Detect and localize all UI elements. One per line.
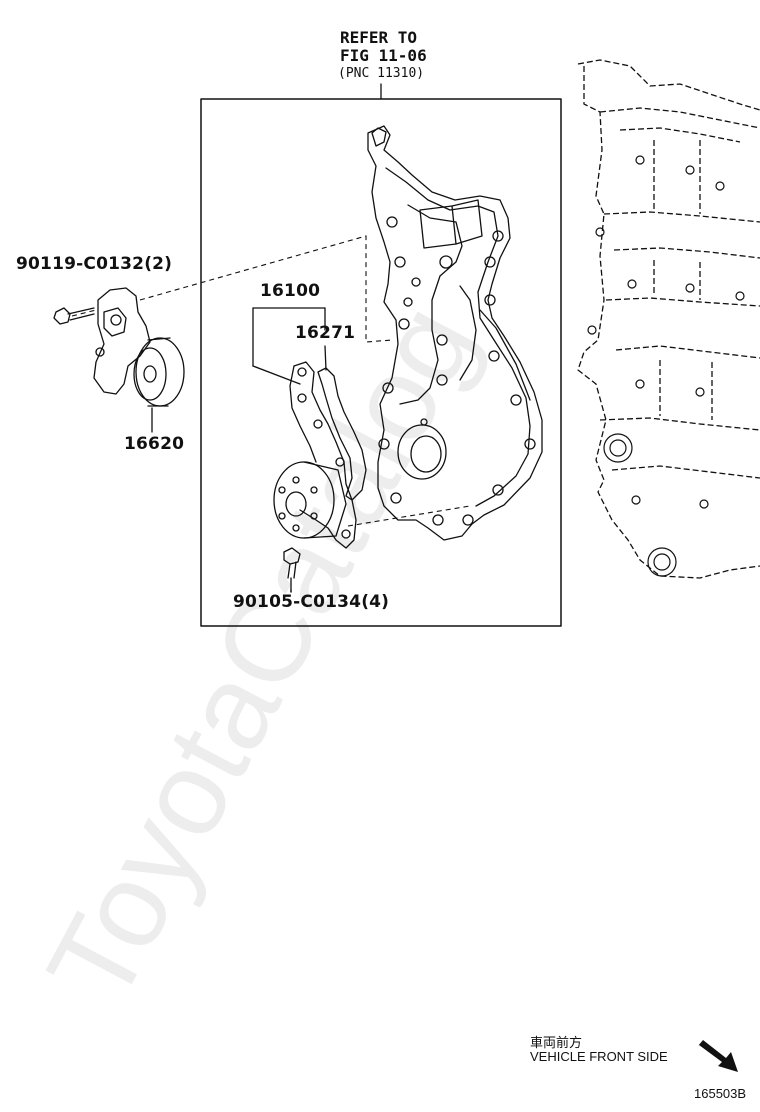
- water-pump: [273, 361, 357, 549]
- part-label-16620[interactable]: 16620: [124, 434, 185, 454]
- figure-id: 165503B: [694, 1086, 747, 1101]
- pump-bolt: [283, 547, 301, 593]
- belt-tensioner: [93, 287, 185, 407]
- engine-block-details: [587, 155, 745, 577]
- refer-to-line2: FIG 11-06: [340, 46, 427, 65]
- tensioner-bolt: [53, 307, 95, 325]
- part-label-16271[interactable]: 16271: [295, 323, 356, 343]
- part-label-90105[interactable]: 90105-C0134(4): [233, 592, 390, 612]
- vehicle-front-label: VEHICLE FRONT SIDE: [530, 1049, 668, 1064]
- part-label-16100[interactable]: 16100: [260, 281, 321, 301]
- engine-block: [577, 59, 760, 579]
- dash-pump-to-cover: [347, 505, 471, 527]
- timing-cover: [367, 125, 543, 541]
- dash-tensioner-to-cover: [139, 235, 393, 343]
- refer-to-line3: (PNC 11310): [338, 66, 425, 81]
- dash-bolt-to-tensioner: [71, 309, 97, 317]
- diagram-frame: [200, 98, 562, 627]
- pump-gasket: [317, 367, 367, 501]
- part-label-90119[interactable]: 90119-C0132(2): [16, 254, 173, 274]
- front-direction-arrow-icon: [698, 1040, 738, 1072]
- vehicle-front-japanese: 車両前方: [530, 1035, 583, 1050]
- refer-to-line1: REFER TO: [340, 28, 418, 47]
